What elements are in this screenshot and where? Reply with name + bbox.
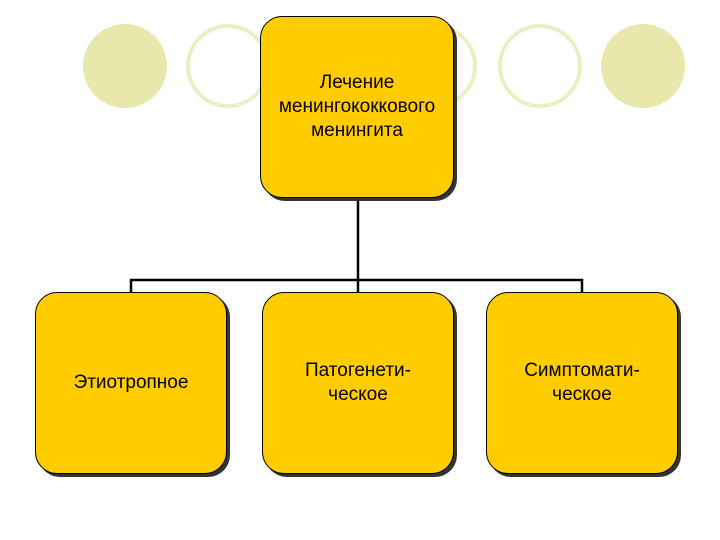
decor-circle-ring-3 [498, 24, 582, 108]
child-node-etiotropic: Этиотропное [35, 292, 227, 474]
child-node-label: Симптомати- ческое [524, 359, 640, 405]
decor-circle-filled-1 [83, 24, 167, 108]
child-node-label: Этиотропное [73, 371, 189, 393]
child-node-label: Патогенети- ческое [304, 359, 411, 405]
child-node-symptomatic: Симптомати- ческое [486, 292, 678, 474]
root-node: Лечение менингококкового менингита [260, 16, 454, 198]
child-node-pathogenetic: Патогенети- ческое [262, 292, 454, 474]
root-node-label: Лечение менингококкового менингита [278, 71, 436, 142]
decor-circle-filled-3 [601, 24, 685, 108]
